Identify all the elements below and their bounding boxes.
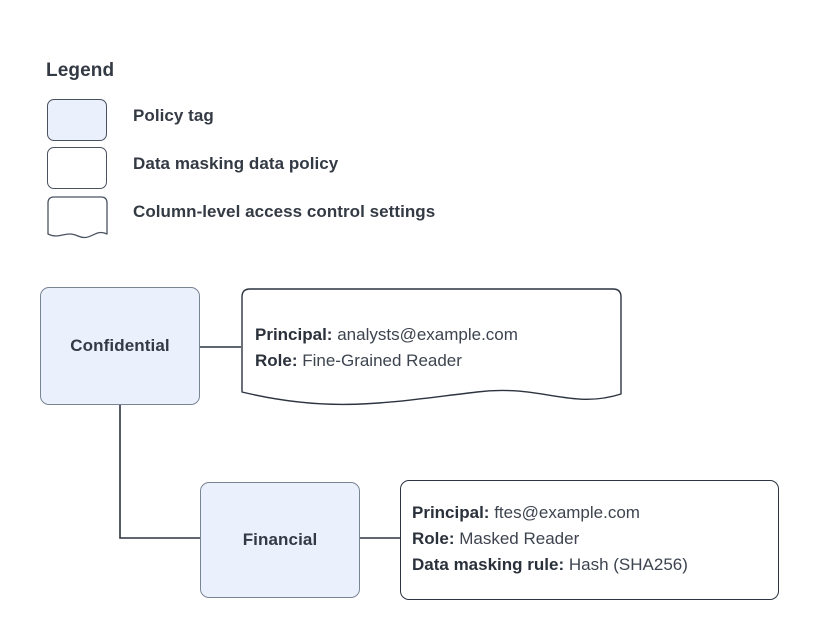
legend-label-column-access: Column-level access control settings bbox=[133, 202, 436, 221]
callout-line-principal: Principal: analysts@example.com bbox=[255, 322, 518, 348]
callout-value-role-2: Masked Reader bbox=[459, 529, 580, 548]
node-confidential-label: Confidential bbox=[70, 336, 170, 355]
callout-line-role-2: Role: Masked Reader bbox=[412, 526, 688, 552]
callout-value-role: Fine-Grained Reader bbox=[302, 351, 462, 370]
callout-financial-policy[interactable]: Principal: ftes@example.com Role: Masked… bbox=[400, 480, 779, 600]
legend-swatch-policy-tag bbox=[47, 99, 107, 141]
legend-swatch-column-access bbox=[47, 196, 109, 246]
callout-line-masking-rule: Data masking rule: Hash (SHA256) bbox=[412, 552, 688, 578]
node-confidential[interactable]: Confidential bbox=[40, 287, 200, 405]
callout-key-principal: Principal: bbox=[255, 325, 333, 344]
callout-confidential-settings-lines: Principal: analysts@example.com Role: Fi… bbox=[255, 322, 518, 374]
callout-key-role: Role: bbox=[255, 351, 298, 370]
edge-confidential-to-financial bbox=[119, 405, 200, 539]
legend-label-policy-tag: Policy tag bbox=[133, 106, 214, 125]
legend-label-data-masking: Data masking data policy bbox=[133, 154, 339, 173]
callout-line-principal-2: Principal: ftes@example.com bbox=[412, 500, 688, 526]
callout-key-masking-rule: Data masking rule: bbox=[412, 555, 565, 574]
callout-value-principal: analysts@example.com bbox=[337, 325, 518, 344]
node-financial[interactable]: Financial bbox=[200, 482, 360, 598]
callout-value-masking-rule: Hash (SHA256) bbox=[568, 555, 688, 574]
callout-value-principal-2: ftes@example.com bbox=[494, 503, 640, 522]
legend-swatch-data-masking bbox=[47, 147, 107, 189]
node-financial-label: Financial bbox=[242, 530, 318, 549]
callout-confidential-settings[interactable]: Principal: analysts@example.com Role: Fi… bbox=[241, 288, 623, 410]
callout-financial-policy-lines: Principal: ftes@example.com Role: Masked… bbox=[412, 500, 688, 578]
callout-key-role-2: Role: bbox=[412, 529, 455, 548]
callout-key-principal-2: Principal: bbox=[412, 503, 490, 522]
callout-line-role: Role: Fine-Grained Reader bbox=[255, 348, 518, 374]
legend-title: Legend bbox=[46, 60, 115, 81]
